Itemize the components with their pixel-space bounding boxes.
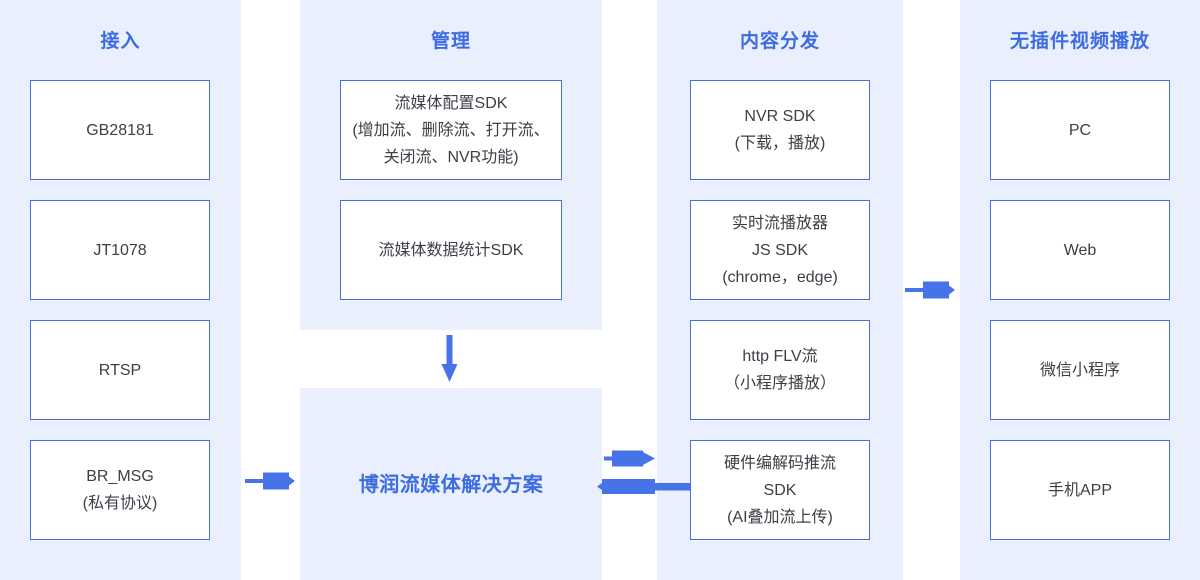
manage-box-stats-sdk: 流媒体数据统计SDK [340, 200, 562, 300]
playback-box-web: Web [990, 200, 1170, 300]
distribution-box-http-flv: http FLV流 （小程序播放） [690, 320, 870, 420]
column-title-access: 接入 [100, 31, 141, 52]
solution-panel [300, 388, 602, 580]
solution-title: 博润流媒体解决方案 [358, 474, 544, 496]
playback-box-pc: PC [990, 80, 1170, 180]
manage-box-config-sdk: 流媒体配置SDK (增加流、删除流、打开流、 关闭流、NVR功能) [340, 80, 562, 180]
column-title-manage: 管理 [430, 31, 471, 52]
access-box-br-msg: BR_MSG (私有协议) [30, 440, 210, 540]
access-box-gb28181: GB28181 [30, 80, 210, 180]
access-box-jt1078: JT1078 [30, 200, 210, 300]
distribution-box-nvr-sdk: NVR SDK (下载，播放) [690, 80, 870, 180]
playback-box-mobile-app: 手机APP [990, 440, 1170, 540]
column-title-distribution: 内容分发 [739, 31, 820, 52]
column-title-playback: 无插件视频播放 [1009, 31, 1150, 52]
arrow-right-distribution-to-playback-icon [905, 281, 955, 299]
arrow-left-distribution-to-solution-icon [597, 479, 690, 494]
playback-box-wechat-miniprogram: 微信小程序 [990, 320, 1170, 420]
distribution-box-hw-codec-sdk: 硬件编解码推流 SDK (AI叠加流上传) [690, 440, 870, 540]
arrow-right-solution-to-distribution-icon [604, 450, 655, 467]
arrow-right-access-to-solution-icon [245, 472, 295, 490]
arrow-down-manage-to-solution-icon [441, 335, 458, 382]
access-box-rtsp: RTSP [30, 320, 210, 420]
distribution-box-js-sdk: 实时流播放器 JS SDK (chrome，edge) [690, 200, 870, 300]
